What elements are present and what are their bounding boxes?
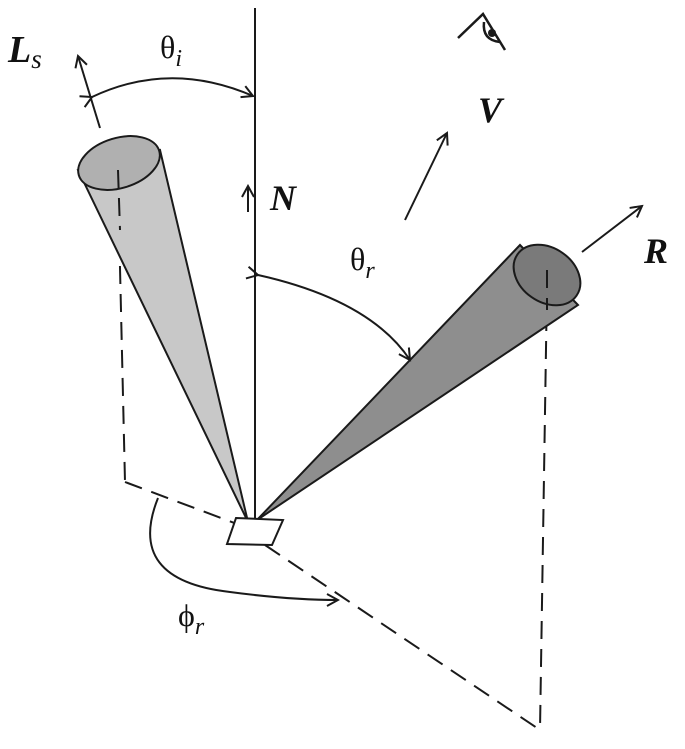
phi-r-arc <box>149 497 338 600</box>
source-cone-body <box>76 148 249 523</box>
phi-r-sub: r <box>195 614 205 640</box>
source-ground-line <box>124 481 246 528</box>
reflect-label: R <box>643 231 668 271</box>
phi-r-label: ϕr <box>178 597 205 640</box>
eye-icon <box>457 12 507 51</box>
theta-i-main: θ <box>160 29 175 65</box>
theta-r-main: θ <box>350 241 365 277</box>
normal-label: N <box>269 178 298 218</box>
source-drop-line <box>117 181 126 483</box>
source-label-main: L <box>7 29 31 71</box>
theta-i-arc <box>92 77 253 97</box>
surface-patch <box>225 516 285 547</box>
theta-i-label: θi <box>160 29 182 72</box>
source-arrow <box>78 56 101 129</box>
view-arrow <box>404 133 447 221</box>
theta-r-label: θr <box>350 241 375 284</box>
source-cone <box>76 135 249 523</box>
theta-i-sub: i <box>175 46 182 72</box>
theta-r-sub: r <box>365 258 375 284</box>
phi-r-main: ϕ <box>178 597 195 633</box>
projection-lines <box>117 181 548 731</box>
source-axis-top <box>117 169 121 231</box>
source-label-sub: s <box>31 44 42 74</box>
theta-r-arc <box>258 275 410 360</box>
source-cone-cap <box>77 135 161 191</box>
reflect-arrow <box>581 206 642 253</box>
reflect-drop-line <box>539 284 548 731</box>
view-label: V <box>478 90 505 130</box>
source-label: Ls <box>7 29 42 74</box>
reflect-cone <box>256 243 582 521</box>
reflect-ground-line <box>264 544 541 731</box>
